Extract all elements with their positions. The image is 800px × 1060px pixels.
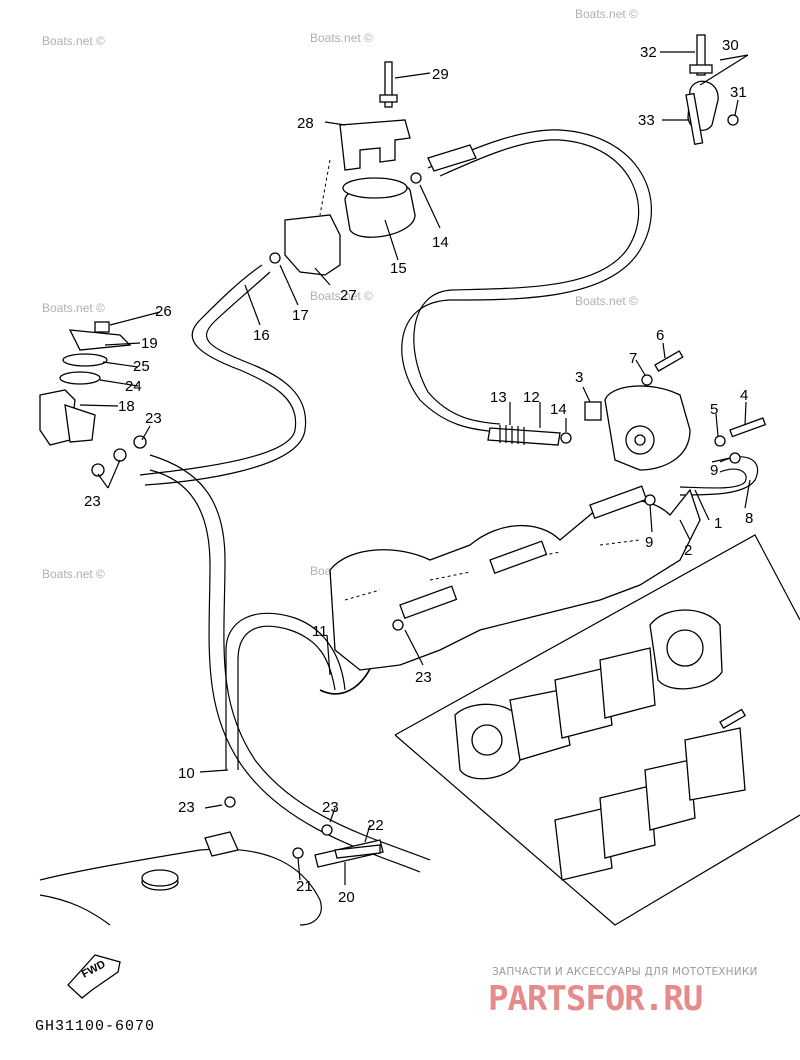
callout-28: 28 [297,115,314,132]
callout-31: 31 [730,84,747,101]
fuel-joint-clip-assembly [685,34,739,145]
callout-30: 30 [722,37,739,54]
callout-14: 14 [432,234,449,251]
callout-17: 17 [292,307,309,324]
fuel-cock-assembly [39,321,147,477]
callout-16: 16 [253,327,270,344]
callout-26: 26 [155,303,172,320]
callout-numbers: 1 2 3 4 5 6 7 8 9 9 10 11 12 13 14 14 15… [84,37,753,906]
callout-24: 24 [125,378,142,395]
callout-9: 9 [645,534,653,551]
callout-3: 3 [575,369,583,386]
leader-lines [79,51,751,885]
brand-name: PARTSFOR.RU [488,979,702,1019]
callout-15: 15 [390,260,407,277]
watermark: Boats.net © [42,34,105,48]
callout-12: 12 [523,389,540,406]
callout-6: 6 [656,327,664,344]
watermark: Boats.net © [310,289,373,303]
fuel-filter-assembly [269,61,477,276]
callout-13: 13 [490,389,507,406]
callout-8: 8 [745,510,753,527]
callout-25: 25 [133,358,150,375]
diagram-part-code: GH31100-6070 [35,1018,155,1035]
callout-18: 18 [118,398,135,415]
callout-4: 4 [740,387,748,404]
callout-9: 9 [710,462,718,479]
callout-10: 10 [178,765,195,782]
callout-5: 5 [710,401,718,418]
pump-diaphragm-row-upper [454,609,723,780]
fuel-pump-exploded-inset [394,534,800,926]
callout-1: 1 [714,515,722,532]
callout-29: 29 [432,66,449,83]
watermark: Boats.net © [42,567,105,581]
callout-27: 27 [340,287,357,304]
watermark: Boats.net © [575,7,638,21]
callout-23: 23 [178,799,195,816]
callout-20: 20 [338,889,355,906]
watermark: Boats.net © [575,294,638,308]
callout-23: 23 [84,493,101,510]
callout-23: 23 [145,410,162,427]
forward-arrow-indicator: FWD [67,954,121,999]
callout-19: 19 [141,335,158,352]
callout-33: 33 [638,112,655,129]
callout-7: 7 [629,350,637,367]
callout-22: 22 [367,817,384,834]
callout-21: 21 [296,878,313,895]
callout-14: 14 [550,401,567,418]
brand-tagline: ЗАПЧАСТИ И АКСЕССУАРЫ ДЛЯ МОТОТЕХНИКИ [492,966,758,978]
fuel-hoses [139,129,759,873]
watermark: Boats.net © [310,31,373,45]
callout-11: 11 [312,623,328,640]
fuel-tank [39,796,384,926]
callout-23: 23 [415,669,432,686]
callout-23: 23 [322,799,339,816]
pump-diaphragm-row-lower [554,708,747,881]
watermark: Boats.net © [42,301,105,315]
brand-watermark: ЗАПЧАСТИ И АКСЕССУАРЫ ДЛЯ МОТОТЕХНИКИ PA… [488,966,758,1019]
callout-2: 2 [684,542,692,559]
callout-32: 32 [640,44,657,61]
carburetor-assembly [329,350,767,671]
